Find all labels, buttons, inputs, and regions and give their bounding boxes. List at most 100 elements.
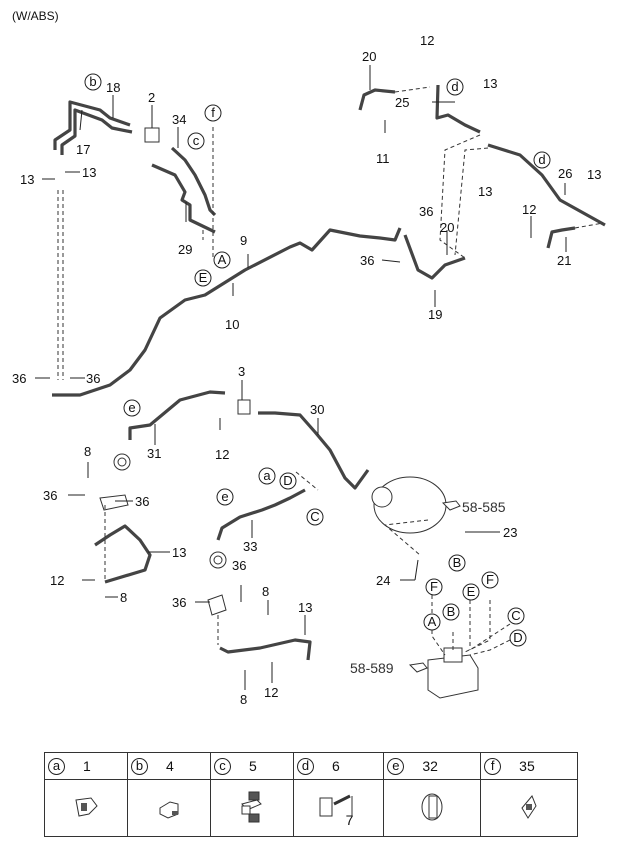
pipe-10-11	[52, 227, 402, 397]
callout-d-top: d	[446, 78, 464, 96]
label-part-36-upper: 36	[419, 204, 433, 219]
callout-F-mid: F	[425, 578, 443, 596]
label-part-25: 25	[395, 95, 409, 110]
pipe-26	[487, 143, 606, 227]
hose-20-lower	[546, 226, 576, 249]
bracket-33	[207, 594, 227, 616]
callout-f: f	[204, 104, 222, 122]
svg-text:e: e	[128, 400, 135, 415]
label-part-20-top: 20	[362, 49, 376, 64]
label-part-13-top: 12	[420, 33, 434, 48]
label-part-8-d: 8	[240, 692, 247, 707]
brake-pipes	[52, 84, 606, 661]
label-part-21: 17	[76, 142, 90, 157]
junction-block-3	[237, 399, 251, 415]
callout-e-upper: e	[123, 399, 141, 417]
label-part-29: 31	[147, 446, 161, 461]
label-part-27: 29	[178, 242, 192, 257]
svg-text:A: A	[428, 614, 437, 629]
callout-D-abs: D	[509, 629, 527, 647]
junction-block-2	[144, 127, 160, 143]
abs-modulator	[443, 647, 463, 663]
dashed-guides	[57, 86, 604, 656]
label-part-3: 3	[238, 364, 245, 379]
callout-a: a	[258, 467, 276, 485]
label-part-14: 13	[298, 600, 312, 615]
coils	[113, 453, 227, 569]
label-part-28: 30	[310, 402, 324, 417]
label-part-9: 12	[215, 447, 229, 462]
label-part-8-a: 8	[84, 444, 91, 459]
label-part-12-right: 12	[522, 202, 536, 217]
clip-b-icon	[159, 800, 179, 819]
label-part-13-mid: 13	[478, 184, 492, 199]
label-part-36-b: 36	[43, 488, 57, 503]
label-part-13-right: 13	[483, 76, 497, 91]
label-part-19: 20	[440, 220, 454, 235]
part-labels: 13 13 17 18 2 34 29 9 10 12 20 13 25 11 …	[12, 33, 601, 707]
svg-text:b: b	[89, 74, 96, 89]
svg-text:A: A	[218, 252, 227, 267]
hose-20-upper	[358, 88, 396, 111]
label-part-11: 10	[225, 317, 239, 332]
diagram-title: (W/ABS)	[12, 9, 59, 23]
pipe-14	[219, 638, 312, 661]
reference-arrow-585	[441, 500, 461, 511]
pipe-21-lower	[60, 108, 133, 155]
legend-icon-row: 7	[44, 779, 578, 837]
callout-A-top: A	[213, 251, 231, 269]
pipe-28	[258, 411, 370, 490]
label-part-36-c: 36	[232, 558, 246, 573]
clip-d-icon	[319, 794, 353, 816]
svg-text:f: f	[211, 105, 215, 120]
label-part-17: 13	[20, 172, 34, 187]
callout-D-mid: D	[279, 472, 297, 490]
pipe-31	[170, 146, 217, 217]
svg-text:d: d	[451, 79, 458, 94]
svg-text:C: C	[511, 608, 520, 623]
callout-B-mid: B	[448, 554, 466, 572]
label-part-8-b: 8	[120, 590, 127, 605]
svg-text:D: D	[513, 630, 522, 645]
label-part-34: 36	[135, 494, 149, 509]
label-part-26: 26	[558, 166, 572, 181]
callout-e-lower: e	[216, 488, 234, 506]
pipe-21-22	[53, 100, 131, 150]
label-part-23: 23	[503, 525, 517, 540]
label-part-10: 9	[240, 233, 247, 248]
callout-C-mid: C	[306, 508, 324, 526]
label-part-12-bottom: 12	[264, 685, 278, 700]
label-part-15: 13	[172, 545, 186, 560]
label-part-24: 24	[376, 573, 390, 588]
callout-C-abs: C	[507, 607, 525, 625]
components	[99, 127, 479, 699]
clip-c-icon	[241, 791, 262, 822]
label-part-12-left: 12	[50, 573, 64, 588]
pipe-29	[128, 390, 226, 440]
clip-f-icon	[521, 794, 537, 819]
label-part-36-left: 36	[12, 371, 26, 386]
master-cylinder-reservoir	[371, 486, 393, 508]
label-part-20-right: 21	[557, 253, 571, 268]
pipe-27	[151, 163, 216, 234]
callout-c: c	[187, 132, 205, 150]
label-part-2: 2	[148, 90, 155, 105]
hose-15	[94, 524, 152, 584]
label-part-31: 34	[172, 112, 186, 127]
callout-B-abs: B	[442, 603, 460, 621]
svg-text:B: B	[453, 555, 462, 570]
clip-a-icon	[75, 796, 98, 817]
pipe-25	[435, 84, 481, 134]
leader-lines	[35, 65, 567, 690]
svg-text:E: E	[467, 584, 476, 599]
pipe-18-19	[403, 234, 466, 280]
svg-text:C: C	[310, 509, 319, 524]
